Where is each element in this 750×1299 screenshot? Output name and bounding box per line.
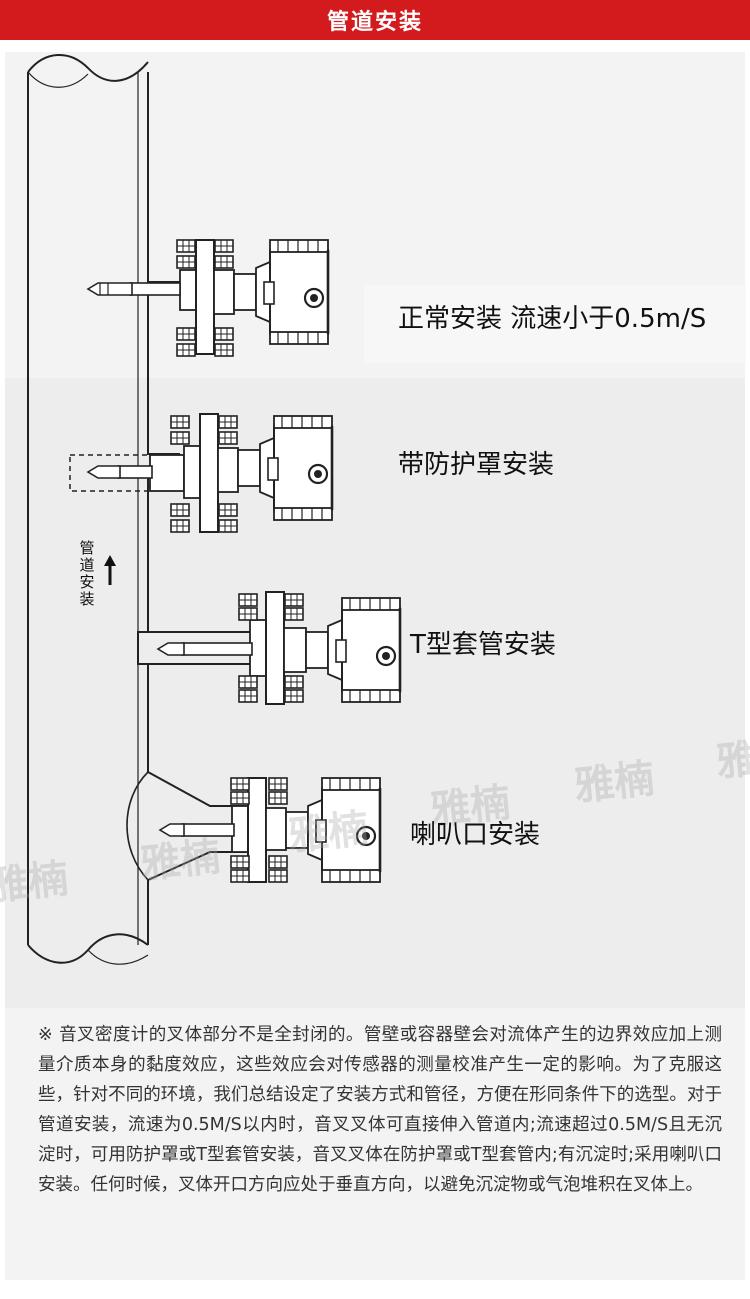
watermark: 雅楠 bbox=[572, 755, 657, 811]
label-pipe-vertical: 管道安装 bbox=[79, 539, 95, 608]
watermark: 雅楠 bbox=[0, 855, 71, 911]
installation-note: ※ 音叉密度计的叉体部分不是全封闭的。管壁或容器壁会对流体产生的边界效应加上测量… bbox=[38, 1025, 722, 1195]
label-normal-install: 正常安装 流速小于0.5m/S bbox=[398, 304, 707, 334]
header-bar: 管道安装 bbox=[0, 0, 750, 40]
install-horn-drawing bbox=[126, 771, 382, 884]
label-box-normal bbox=[364, 285, 746, 363]
header-title: 管道安装 bbox=[326, 10, 423, 35]
watermark: 雅楠 bbox=[286, 805, 371, 861]
install-normal-drawing bbox=[86, 238, 330, 357]
arrow-up-icon bbox=[104, 555, 116, 585]
label-shield-install: 带防护罩安装 bbox=[398, 450, 555, 480]
watermark: 雅楠 bbox=[138, 833, 223, 889]
label-tee-install: T型套管安装 bbox=[410, 630, 556, 660]
main-pipe bbox=[27, 54, 149, 965]
label-horn-install: 喇叭口安装 bbox=[410, 820, 541, 850]
install-tee-drawing bbox=[137, 591, 402, 705]
watermark: 雅楠 bbox=[714, 731, 750, 787]
install-shield-drawing bbox=[69, 413, 334, 533]
